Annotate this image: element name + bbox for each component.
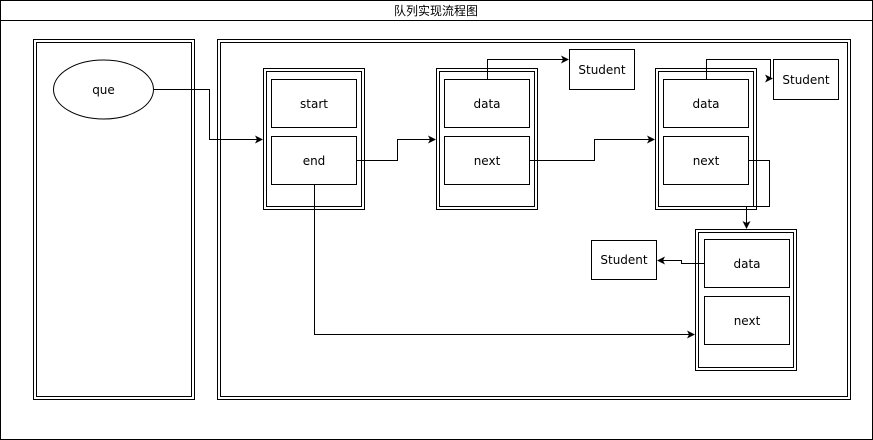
student-label-2: Student [782, 73, 830, 87]
connector-node1-data-to-student [487, 55, 569, 80]
connector-node1-next-to-node2 [530, 135, 655, 161]
que-label: que [92, 83, 115, 97]
connector-node3-data-to-student [657, 256, 704, 265]
node-3-next-cell [704, 296, 790, 345]
node-2-data-label: data [692, 97, 719, 111]
start-label: start [300, 97, 328, 111]
node-3-next-label: next [734, 314, 761, 328]
node-3-box [695, 229, 797, 371]
node-1-next-label: next [474, 154, 501, 168]
student-box-1 [569, 49, 635, 90]
left-panel [33, 39, 195, 400]
node-2-next-cell [663, 136, 749, 185]
node-3-data-label: data [733, 257, 760, 271]
node-1-data-label: data [473, 97, 500, 111]
que-ellipse [53, 59, 154, 120]
connector-node2-data-to-student [706, 59, 773, 83]
student-box-2 [773, 59, 839, 100]
student-label-3: Student [600, 253, 648, 267]
node-2-data-cell [663, 79, 749, 128]
student-box-3 [591, 240, 657, 280]
connector-que-to-start [154, 89, 263, 144]
right-panel [217, 39, 851, 400]
start-cell [271, 79, 357, 128]
connector-end-to-node1 [357, 135, 436, 161]
end-cell [271, 136, 357, 185]
diagram-title: 队列实现流程图 [394, 3, 478, 18]
connector-end-to-node3 [314, 184, 695, 339]
node-1-next-cell [444, 136, 530, 185]
node-1-data-cell [444, 79, 530, 128]
student-label-1: Student [578, 63, 626, 77]
node-2-next-label: next [693, 154, 720, 168]
end-label: end [303, 154, 326, 168]
connector-node2-next-to-node3 [742, 160, 770, 229]
node-3-data-cell [704, 239, 790, 288]
